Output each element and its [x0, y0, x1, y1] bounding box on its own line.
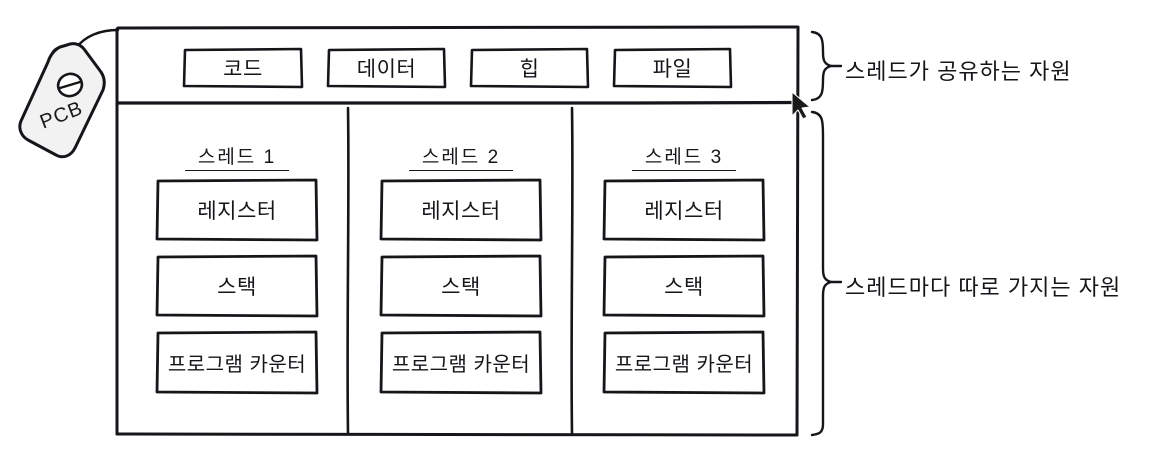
- thread-3-box-outline-pc: [602, 330, 766, 395]
- shared-resources-annotation: 스레드가 공유하는 자원: [845, 59, 1072, 84]
- thread-1-box-register-label: 레지스터: [197, 200, 277, 223]
- thread-2-box-outline-stack: [379, 254, 543, 318]
- shared-box-outline-code: [182, 47, 304, 89]
- thread-2-box-program-counter-label: 프로그램 카운터: [391, 354, 531, 376]
- shared-box-outline-data: [326, 47, 447, 89]
- brace-per-thread: [810, 110, 843, 437]
- thread-3-box-program-counter[interactable]: 프로그램 카운터: [604, 332, 764, 393]
- thread-1-box-outline-stack: [155, 254, 319, 318]
- thread-1-box-register[interactable]: 레지스터: [157, 180, 317, 240]
- thread-2-box-outline-pc: [379, 330, 543, 395]
- thread-divider-1: [346, 106, 350, 435]
- thread-1-box-stack[interactable]: 스택: [157, 256, 317, 316]
- shared-box-code-label: 코드: [223, 58, 263, 81]
- shared-box-code[interactable]: 코드: [184, 49, 302, 87]
- thread-1-box-stack-label: 스택: [217, 276, 257, 299]
- shared-box-file[interactable]: 파일: [614, 49, 731, 87]
- thread-1-box-outline-register: [155, 178, 319, 242]
- thread-3-box-register[interactable]: 레지스터: [604, 180, 764, 240]
- thread-3-box-program-counter-label: 프로그램 카운터: [614, 354, 754, 376]
- thread-1-box-program-counter[interactable]: 프로그램 카운터: [157, 332, 317, 393]
- shared-box-file-label: 파일: [652, 58, 693, 81]
- shared-box-heap[interactable]: 힙: [471, 49, 588, 87]
- pcb-tag-art: [18, 28, 120, 159]
- shared-box-data[interactable]: 데이터: [328, 49, 445, 87]
- shared-box-heap-label: 힙: [519, 58, 540, 81]
- thread-3-box-outline-register: [602, 178, 766, 242]
- thread-2-title: 스레드 2: [409, 142, 513, 171]
- per-thread-resources-annotation: 스레드마다 따로 가지는 자원: [845, 275, 1122, 300]
- thread-2-box-stack[interactable]: 스택: [381, 256, 541, 316]
- thread-divider-2: [570, 106, 574, 435]
- shared-box-data-label: 데이터: [356, 58, 417, 81]
- brace-shared: [810, 30, 843, 102]
- thread-3-title: 스레드 3: [632, 142, 736, 171]
- thread-2-box-stack-label: 스택: [441, 276, 481, 299]
- thread-3-box-register-label: 레지스터: [644, 200, 724, 223]
- thread-1-title: 스레드 1: [185, 142, 289, 171]
- thread-2-box-register-label: 레지스터: [421, 200, 501, 223]
- thread-3-box-outline-stack: [602, 254, 766, 318]
- shared-box-outline-heap: [469, 47, 590, 89]
- thread-2-box-outline-register: [379, 178, 543, 242]
- thread-3-box-stack[interactable]: 스택: [604, 256, 764, 316]
- process-frame: [115, 25, 800, 437]
- shared-divider: [116, 100, 798, 105]
- shared-box-outline-file: [612, 47, 733, 89]
- mouse-cursor-art: [791, 91, 811, 120]
- thread-1-box-program-counter-label: 프로그램 카운터: [167, 354, 307, 376]
- thread-1-box-outline-pc: [155, 330, 319, 395]
- thread-3-box-stack-label: 스택: [664, 276, 704, 299]
- thread-2-box-program-counter[interactable]: 프로그램 카운터: [381, 332, 541, 393]
- thread-2-box-register[interactable]: 레지스터: [381, 180, 541, 240]
